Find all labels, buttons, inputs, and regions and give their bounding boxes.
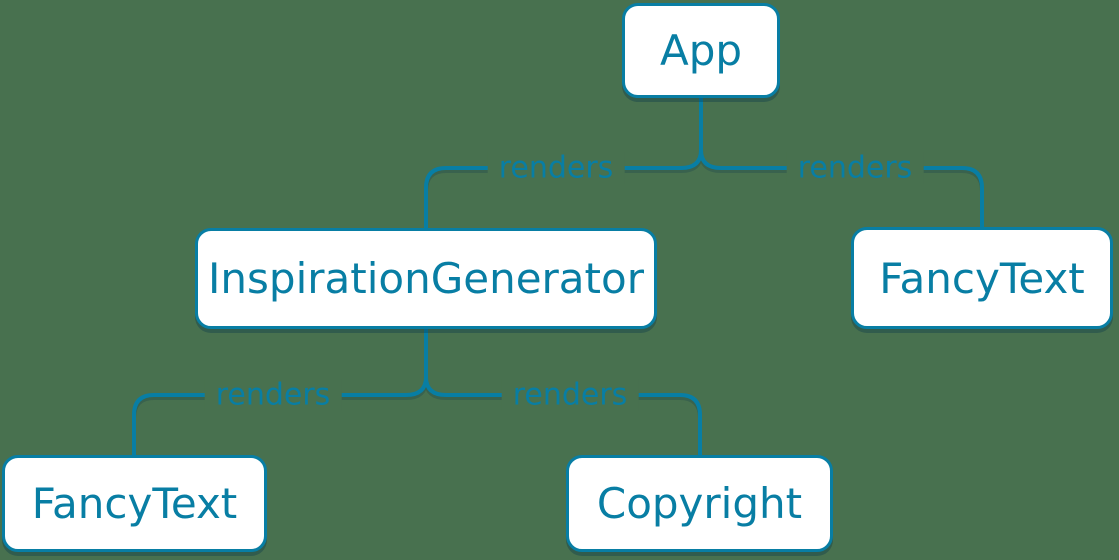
node-fancy-text-top: FancyText (851, 227, 1113, 329)
node-inspiration-generator-label: InspirationGenerator (208, 254, 644, 303)
node-fancy-text-bottom: FancyText (2, 455, 267, 552)
edge-app-to-fancytext (699, 148, 984, 229)
node-app-label: App (659, 26, 743, 75)
edge-label-renders: renders (204, 378, 342, 412)
edge-app-to-inspirationgenerator (424, 148, 703, 230)
node-copyright-label: Copyright (596, 479, 803, 528)
edge-label-renders: renders (786, 151, 924, 185)
edge-inspirationgenerator-to-copyright (424, 375, 702, 457)
edge-label-renders: renders (501, 378, 639, 412)
node-fancy-text-bottom-label: FancyText (31, 479, 238, 528)
node-copyright: Copyright (566, 455, 833, 552)
edge-label-renders: renders (487, 151, 625, 185)
node-fancy-text-top-label: FancyText (879, 253, 1085, 303)
node-app: App (622, 3, 780, 98)
node-inspiration-generator: InspirationGenerator (195, 228, 657, 329)
edge-inspirationgenerator-to-fancytext (132, 375, 428, 457)
